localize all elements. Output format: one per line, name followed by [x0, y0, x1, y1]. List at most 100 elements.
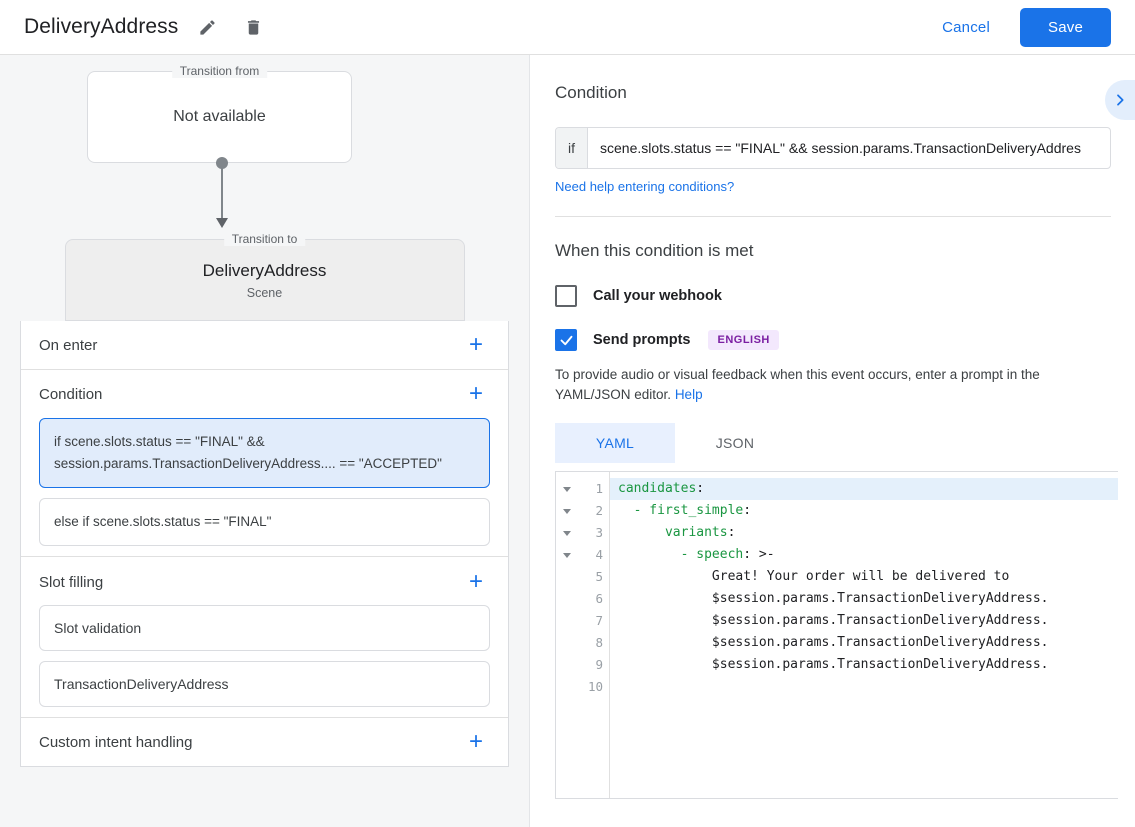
- prompts-helper-sentence: To provide audio or visual feedback when…: [555, 367, 1040, 402]
- transition-to-box: Transition to DeliveryAddress Scene: [64, 232, 465, 321]
- editor-line-numbers: 1 2 3 4 5 6 7 8 9 10: [578, 472, 610, 798]
- trash-icon[interactable]: [236, 10, 270, 44]
- section-label-slot-filling: Slot filling: [39, 573, 104, 591]
- section-slot-filling[interactable]: Slot filling +: [21, 557, 508, 605]
- condition-heading: Condition: [555, 83, 627, 102]
- line-number: 6: [595, 591, 603, 606]
- fold-toggle-icon[interactable]: [556, 544, 578, 566]
- condition-help-link[interactable]: Need help entering conditions?: [555, 179, 735, 194]
- editor-format-tabs: YAML JSON: [555, 423, 1111, 463]
- if-prefix-label: if: [556, 128, 588, 168]
- line-number: 3: [595, 525, 603, 540]
- tab-yaml[interactable]: YAML: [555, 423, 675, 463]
- fold-spacer: [556, 566, 578, 588]
- code-line[interactable]: Great! Your order will be delivered to: [618, 569, 1010, 584]
- section-condition[interactable]: Condition +: [21, 370, 508, 418]
- code-line[interactable]: - first_simple:: [633, 503, 752, 518]
- line-number: 4: [595, 547, 603, 562]
- code-line[interactable]: $session.params.TransactionDeliveryAddre…: [618, 591, 1049, 606]
- section-label-on-enter: On enter: [39, 336, 98, 354]
- fold-spacer: [556, 588, 578, 610]
- transition-graph: Transition from Not available: [0, 55, 529, 239]
- call-webhook-checkbox[interactable]: [555, 285, 577, 307]
- cancel-button[interactable]: Cancel: [926, 11, 1006, 44]
- add-on-enter-icon[interactable]: +: [468, 331, 483, 358]
- transition-to-name: DeliveryAddress: [202, 260, 327, 280]
- top-app-bar: DeliveryAddress Cancel Save: [0, 0, 1135, 55]
- code-line[interactable]: $session.params.TransactionDeliveryAddre…: [618, 613, 1049, 628]
- line-number: 5: [595, 569, 603, 584]
- send-prompts-row: Send prompts ENGLISH: [555, 329, 1111, 351]
- code-line[interactable]: variants:: [664, 525, 736, 540]
- page-title: DeliveryAddress: [24, 15, 179, 38]
- call-webhook-label: Call your webhook: [593, 288, 722, 304]
- line-number: 9: [595, 657, 603, 672]
- yaml-code-editor[interactable]: 1 2 3 4 5 6 7 8 9 10 candidates: - first_simple: …: [555, 471, 1118, 799]
- transition-from-box: Transition from Not available: [87, 64, 352, 163]
- condition-expression-input[interactable]: [588, 128, 1110, 168]
- left-panel: Transition from Not available Transition…: [0, 55, 530, 827]
- chevron-down-icon: [563, 508, 571, 514]
- save-button[interactable]: Save: [1020, 7, 1111, 47]
- divider: [21, 556, 508, 557]
- section-label-condition: Condition: [39, 385, 103, 403]
- condition-input-wrapper: if: [555, 127, 1111, 169]
- fold-spacer: [556, 654, 578, 676]
- line-number: 10: [587, 679, 603, 694]
- line-number: 1: [595, 481, 603, 496]
- when-met-heading: When this condition is met: [555, 241, 754, 260]
- editor-fold-gutter[interactable]: [556, 472, 578, 798]
- webhook-row: Call your webhook: [555, 285, 1111, 307]
- chevron-down-icon: [563, 486, 571, 492]
- transition-connector: [87, 157, 352, 239]
- fold-spacer: [556, 610, 578, 632]
- section-label-custom-intent-handling: Custom intent handling: [39, 733, 193, 751]
- code-line[interactable]: $session.params.TransactionDeliveryAddre…: [618, 657, 1049, 672]
- code-line[interactable]: candidates:: [610, 478, 1118, 500]
- scene-detail-card: On enter + Condition + if scene.slots.st…: [20, 321, 509, 767]
- code-line[interactable]: [610, 676, 1118, 698]
- prompts-helper-text: To provide audio or visual feedback when…: [555, 365, 1111, 405]
- connector-arrow-icon: [216, 218, 228, 228]
- prompts-help-link[interactable]: Help: [674, 387, 703, 402]
- condition-list-item-selected[interactable]: if scene.slots.status == "FINAL" && sess…: [39, 418, 490, 488]
- line-number: 7: [595, 613, 603, 628]
- send-prompts-label: Send prompts: [593, 332, 691, 348]
- add-slot-filling-icon[interactable]: +: [468, 568, 483, 595]
- section-on-enter[interactable]: On enter +: [21, 321, 508, 369]
- transition-from-value: Not available: [173, 108, 266, 125]
- section-custom-intent-handling[interactable]: Custom intent handling +: [21, 718, 508, 766]
- condition-editor-section: Condition if Need help entering conditio…: [531, 55, 1135, 217]
- slot-item-transaction-delivery-address[interactable]: TransactionDeliveryAddress: [39, 661, 490, 707]
- editor-code-area[interactable]: candidates: - first_simple: variants: - …: [610, 472, 1118, 798]
- fold-toggle-icon[interactable]: [556, 522, 578, 544]
- fold-toggle-icon[interactable]: [556, 478, 578, 500]
- right-panel: Condition if Need help entering conditio…: [531, 55, 1135, 827]
- transition-from-legend: Transition from: [171, 64, 268, 78]
- code-line[interactable]: - speech: >-: [680, 547, 775, 562]
- chevron-down-icon: [563, 530, 571, 536]
- divider: [555, 216, 1111, 217]
- line-number: 2: [595, 503, 603, 518]
- transition-to-legend: Transition to: [223, 232, 306, 246]
- fold-spacer: [556, 676, 578, 698]
- chevron-right-icon[interactable]: [1105, 80, 1135, 120]
- line-number: 8: [595, 635, 603, 650]
- chevron-down-icon: [563, 552, 571, 558]
- add-condition-icon[interactable]: +: [468, 380, 483, 407]
- add-custom-intent-icon[interactable]: +: [468, 728, 483, 755]
- language-badge: ENGLISH: [708, 330, 779, 350]
- tab-json[interactable]: JSON: [715, 435, 755, 451]
- when-condition-met-section: When this condition is met Call your web…: [531, 217, 1135, 799]
- slot-validation-item[interactable]: Slot validation: [39, 605, 490, 651]
- connector-line: [221, 163, 223, 221]
- transition-to-type: Scene: [246, 285, 283, 300]
- fold-spacer: [556, 632, 578, 654]
- code-line[interactable]: $session.params.TransactionDeliveryAddre…: [618, 635, 1049, 650]
- pencil-icon[interactable]: [190, 10, 224, 44]
- divider: [21, 369, 508, 370]
- send-prompts-checkbox[interactable]: [555, 329, 577, 351]
- fold-toggle-icon[interactable]: [556, 500, 578, 522]
- condition-list-item[interactable]: else if scene.slots.status == "FINAL": [39, 498, 490, 546]
